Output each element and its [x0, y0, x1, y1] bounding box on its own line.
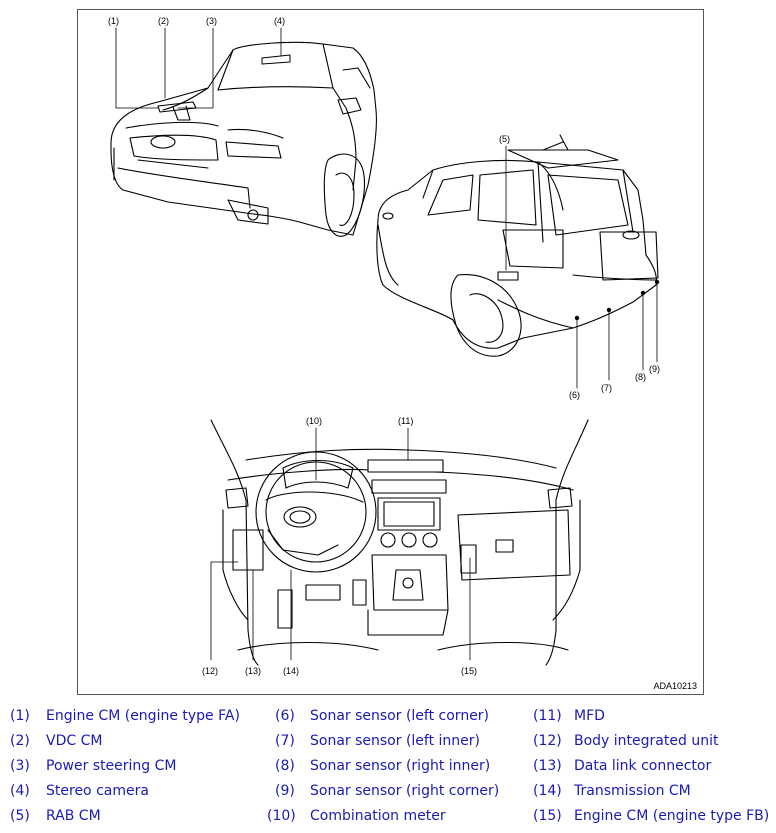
- legend-label: Combination meter: [310, 808, 446, 824]
- legend-label: Body integrated unit: [574, 733, 719, 749]
- legend-number: (12): [533, 733, 562, 749]
- legend-number: (11): [533, 708, 562, 724]
- callout-15: (15): [461, 666, 477, 676]
- line-art-drawing: (1) (2) (3) (4) (5) (6) (7) (8) (9) (10)…: [108, 16, 660, 676]
- legend: (1)Engine CM (engine type FA) (2)VDC CM …: [0, 704, 776, 833]
- legend-item: (2) VDC CM: [10, 729, 265, 754]
- legend-label: Sonar sensor (left corner): [310, 708, 490, 724]
- component-location-figure: (1) (2) (3) (4) (5) (6) (7) (8) (9) (10)…: [77, 9, 704, 695]
- legend-item: (6) Sonar sensor (left corner): [267, 704, 527, 729]
- legend-number: (2): [10, 733, 30, 749]
- legend-item: (1) Engine CM (engine type FA): [10, 704, 265, 729]
- callout-labels: (1) (2) (3) (4) (5) (6) (7) (8) (9) (10)…: [108, 16, 660, 676]
- callout-6: (6): [569, 390, 580, 400]
- callout-12: (12): [202, 666, 218, 676]
- legend-item: (12) Body integrated unit: [533, 729, 773, 754]
- legend-item: (15) Engine CM (engine type FB): [533, 804, 773, 829]
- legend-label: Stereo camera: [46, 783, 149, 799]
- callout-3: (3): [206, 16, 217, 26]
- legend-label: VDC CM: [46, 733, 103, 749]
- callout-14: (14): [283, 666, 299, 676]
- legend-column-3: (11) MFD (12) Body integrated unit (13) Dat…: [533, 704, 773, 829]
- callout-9: (9): [649, 364, 660, 374]
- legend-label: Engine CM (engine type FB): [574, 808, 770, 824]
- legend-number: (4): [10, 783, 30, 799]
- legend-item: (3) Power steering CM: [10, 754, 265, 779]
- legend-number: (10): [267, 808, 296, 824]
- callout-11: (11): [398, 416, 413, 426]
- rear-car-drawing: [376, 134, 659, 357]
- interior-callout-leaders: [210, 427, 471, 661]
- legend-number: (14): [533, 783, 562, 799]
- rear-callout-leaders: [505, 145, 660, 389]
- callout-13: (13): [245, 666, 261, 676]
- legend-number: (9): [275, 783, 295, 799]
- callout-1: (1): [108, 16, 119, 26]
- legend-item: (13) Data link connector: [533, 754, 773, 779]
- legend-column-1: (1)Engine CM (engine type FA) (2)VDC CM …: [10, 704, 265, 829]
- legend-number: (7): [275, 733, 295, 749]
- front-callout-leaders: [115, 27, 282, 109]
- legend-item: (11) MFD: [533, 704, 773, 729]
- legend-label: Engine CM (engine type FA): [46, 708, 240, 724]
- legend-item: (8) Sonar sensor (right inner): [267, 754, 527, 779]
- legend-item: (7) Sonar sensor (left inner): [267, 729, 527, 754]
- callout-4: (4): [274, 16, 285, 26]
- interior-dashboard-drawing: [210, 419, 589, 666]
- legend-item: (14) Transmission CM: [533, 779, 773, 804]
- legend-number: (3): [10, 758, 30, 774]
- callout-7: (7): [601, 383, 612, 393]
- figure-id-label: ADA10213: [653, 681, 697, 691]
- callout-10: (10): [306, 416, 322, 426]
- legend-number: (13): [533, 758, 562, 774]
- legend-item: (5) RAB CM: [10, 804, 265, 829]
- legend-number: (15): [533, 808, 562, 824]
- callout-2: (2): [158, 16, 169, 26]
- legend-number: (5): [10, 808, 30, 824]
- legend-label: Sonar sensor (right corner): [310, 783, 500, 799]
- legend-item: (10) Combination meter: [267, 804, 527, 829]
- legend-label: Transmission CM: [574, 783, 691, 799]
- legend-column-2: (6) Sonar sensor (left corner) (7) Sonar s…: [267, 704, 527, 829]
- callout-8: (8): [635, 372, 646, 382]
- legend-label: Data link connector: [574, 758, 712, 774]
- legend-label: Sonar sensor (right inner): [310, 758, 491, 774]
- legend-label: MFD: [574, 708, 605, 724]
- legend-item: (9) Sonar sensor (right corner): [267, 779, 527, 804]
- legend-number: (1): [10, 708, 30, 724]
- callout-5: (5): [499, 134, 510, 144]
- legend-number: (8): [275, 758, 295, 774]
- legend-number: (6): [275, 708, 295, 724]
- legend-label: Sonar sensor (left inner): [310, 733, 481, 749]
- front-car-drawing: [110, 41, 377, 237]
- legend-item: (4) Stereo camera: [10, 779, 265, 804]
- legend-label: Power steering CM: [46, 758, 177, 774]
- legend-label: RAB CM: [46, 808, 101, 824]
